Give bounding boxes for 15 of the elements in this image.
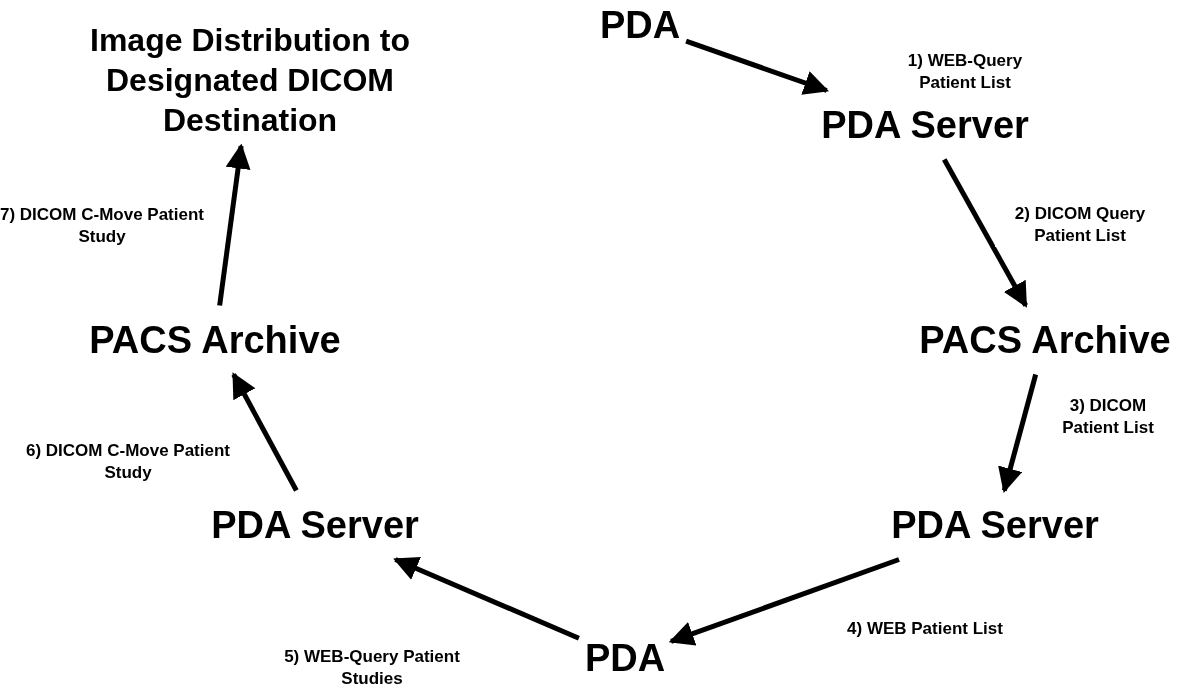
arrow (685, 38, 830, 95)
node-label: PDA Server (891, 496, 1099, 554)
arrow (393, 556, 580, 641)
arrow (217, 143, 251, 306)
node-label: PDA (584, 629, 666, 687)
node-label: PACS Archive (89, 311, 341, 369)
arrow (942, 158, 1028, 308)
arrow (998, 373, 1039, 493)
arrow (231, 372, 299, 492)
node-label: PDA (599, 0, 681, 54)
node-label: PDA Server (821, 96, 1029, 154)
arrow (668, 557, 900, 646)
node-label: PDA Server (211, 496, 419, 554)
node-label: PACS Archive (919, 311, 1171, 369)
node-label: Image Distribution to Designated DICOM Destination (70, 20, 430, 140)
